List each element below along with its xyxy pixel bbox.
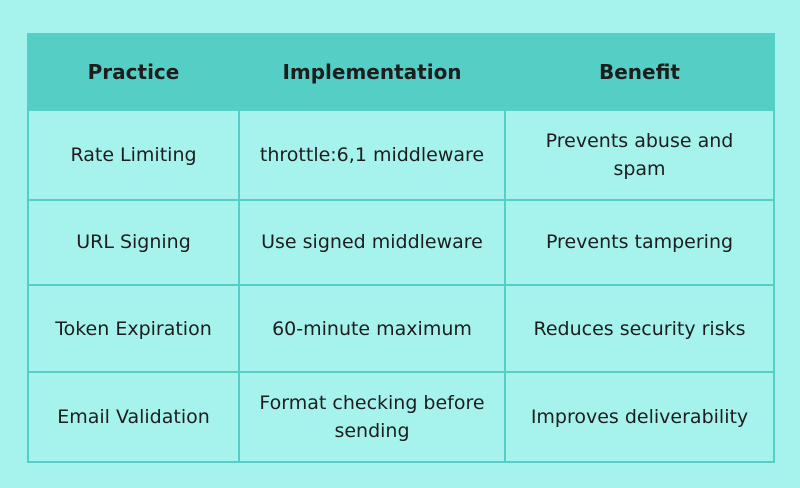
cell-implementation: throttle:6,1 middleware bbox=[238, 109, 506, 201]
header-row: Practice Implementation Benefit bbox=[27, 33, 775, 111]
header-practice: Practice bbox=[27, 33, 240, 111]
cell-practice: Email Validation bbox=[27, 371, 240, 463]
cell-practice: URL Signing bbox=[27, 198, 240, 286]
cell-benefit: Prevents tampering bbox=[504, 198, 775, 286]
cell-implementation: Format checking before sending bbox=[238, 371, 506, 463]
cell-benefit: Prevents abuse and spam bbox=[504, 109, 775, 201]
cell-implementation: 60-minute maximum bbox=[238, 283, 506, 374]
cell-practice: Rate Limiting bbox=[27, 109, 240, 201]
cell-benefit: Improves deliverability bbox=[504, 371, 775, 463]
table-row: Token Expiration 60-minute maximum Reduc… bbox=[27, 283, 775, 374]
table-row: Email Validation Format checking before … bbox=[27, 371, 775, 463]
header-benefit: Benefit bbox=[504, 33, 775, 111]
cell-implementation: Use signed middleware bbox=[238, 198, 506, 286]
cell-benefit: Reduces security risks bbox=[504, 283, 775, 374]
header-implementation: Implementation bbox=[238, 33, 506, 111]
practices-table: Practice Implementation Benefit Rate Lim… bbox=[27, 33, 775, 463]
table-row: Rate Limiting throttle:6,1 middleware Pr… bbox=[27, 109, 775, 201]
cell-practice: Token Expiration bbox=[27, 283, 240, 374]
table-header: Practice Implementation Benefit bbox=[27, 33, 775, 111]
table-body: Rate Limiting throttle:6,1 middleware Pr… bbox=[27, 109, 775, 463]
table-row: URL Signing Use signed middleware Preven… bbox=[27, 198, 775, 286]
